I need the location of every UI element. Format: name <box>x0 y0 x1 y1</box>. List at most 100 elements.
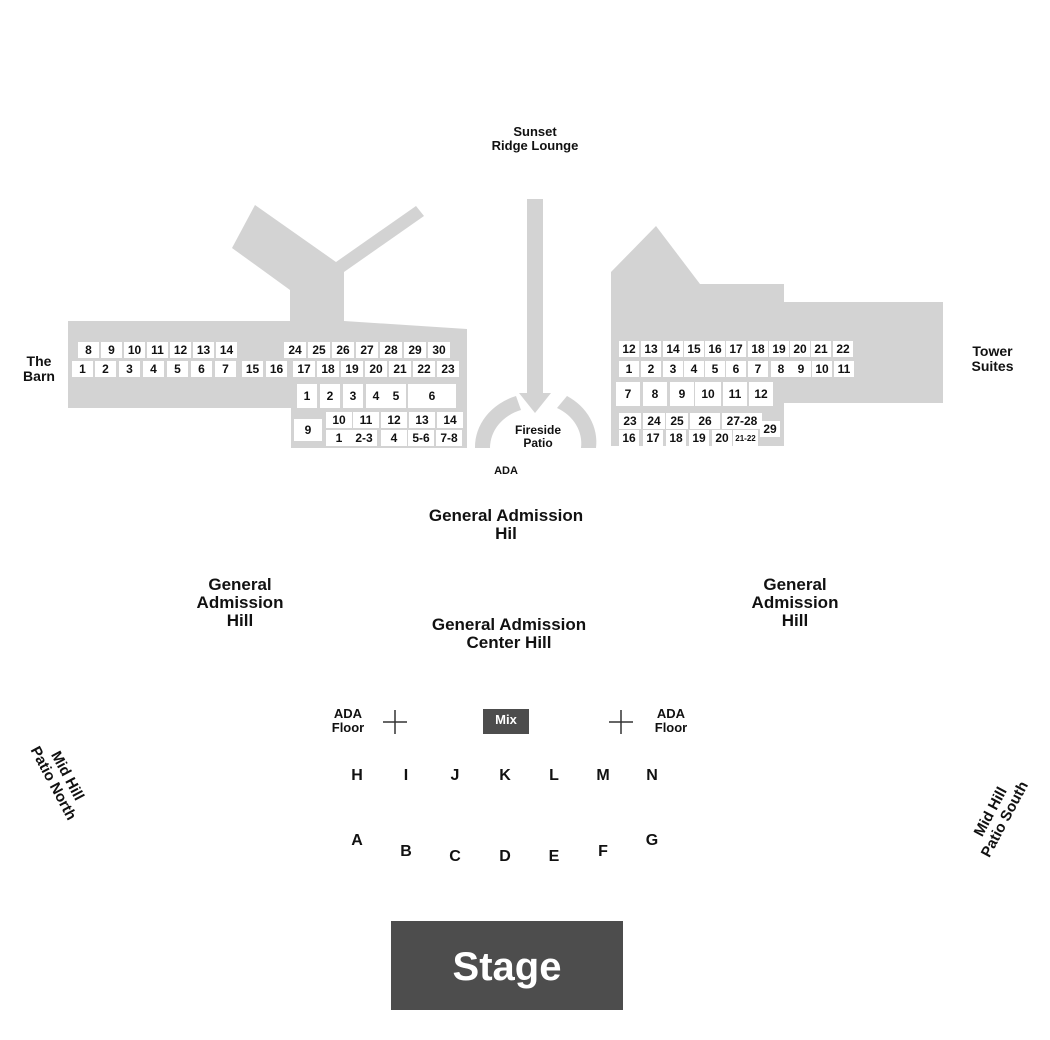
barn-left-top-box[interactable]: 12 <box>170 342 191 358</box>
barn-left-top-box[interactable]: 8 <box>78 342 99 358</box>
barn-left-top-box[interactable]: 13 <box>193 342 214 358</box>
barn-right-e-box[interactable]: 1 <box>326 430 352 446</box>
barn-right-b-box[interactable]: 23 <box>437 361 459 377</box>
tower-e-box[interactable]: 16 <box>619 430 639 446</box>
ga-hill-right-label[interactable]: General Admission Hill <box>751 575 839 630</box>
tower-a-box[interactable]: 19 <box>769 341 789 357</box>
barn-right-d-box[interactable]: 11 <box>353 412 379 428</box>
tower-b-box[interactable]: 8 <box>771 361 791 377</box>
tower-c-box[interactable]: 9 <box>670 382 694 406</box>
fireside-patio-arc-right[interactable] <box>557 396 597 448</box>
barn-right-b-box[interactable]: 19 <box>341 361 363 377</box>
tower-end-box[interactable]: 29 <box>760 421 780 437</box>
tower-a-box[interactable]: 17 <box>726 341 746 357</box>
floor-section-label[interactable]: M <box>596 767 610 784</box>
barn-left-bottom-box[interactable]: 16 <box>266 361 287 377</box>
tower-b-box[interactable]: 10 <box>812 361 832 377</box>
barn-building[interactable] <box>68 205 467 448</box>
barn-left-bottom-box[interactable]: 7 <box>215 361 236 377</box>
floor-section-label[interactable]: C <box>449 848 461 865</box>
barn-right-a-box[interactable]: 27 <box>356 342 378 358</box>
tower-e-box[interactable]: 17 <box>643 430 663 446</box>
floor-section-label[interactable]: K <box>499 767 511 784</box>
barn-right-d-box[interactable]: 10 <box>326 412 352 428</box>
ga-hill-left-label[interactable]: General Admission Hill <box>196 575 284 630</box>
barn-left-top-box[interactable]: 11 <box>147 342 168 358</box>
barn-right-d-box[interactable]: 14 <box>437 412 463 428</box>
floor-section-label[interactable]: B <box>400 843 412 860</box>
barn-right-b-box[interactable]: 22 <box>413 361 435 377</box>
tower-a-box[interactable]: 20 <box>790 341 810 357</box>
tower-d-box[interactable]: 26 <box>690 413 720 429</box>
floor-section-label[interactable]: L <box>549 767 559 784</box>
tower-b-box[interactable]: 3 <box>663 361 683 377</box>
floor-section-label[interactable]: A <box>351 832 363 849</box>
floor-section-label[interactable]: I <box>403 767 409 784</box>
ada-top-label[interactable]: ADA <box>494 465 518 477</box>
floor-section-label[interactable]: N <box>646 767 658 784</box>
ada-floor-left-marker[interactable] <box>383 710 407 734</box>
barn-right-e-box[interactable]: 7-8 <box>436 430 462 446</box>
barn-right-e-box[interactable]: 2-3 <box>351 430 377 446</box>
tower-b-box[interactable]: 1 <box>619 361 639 377</box>
floor-section-label[interactable]: D <box>499 848 511 865</box>
barn-left-top-box[interactable]: 10 <box>124 342 145 358</box>
barn-right-e-box[interactable]: 5-6 <box>408 430 434 446</box>
floor-section-label[interactable]: E <box>548 848 560 865</box>
barn-right-b-box[interactable]: 21 <box>389 361 411 377</box>
tower-d-box[interactable]: 23 <box>619 413 641 429</box>
tower-e-box[interactable]: 20 <box>712 430 732 446</box>
tower-c-box[interactable]: 7 <box>616 382 640 406</box>
barn-right-c-box[interactable]: 5 <box>386 384 406 408</box>
fireside-patio-arc-left[interactable] <box>474 396 521 448</box>
barn-right-b-box[interactable]: 20 <box>365 361 387 377</box>
ga-center-hill-label[interactable]: General Admission Center Hill <box>431 615 587 652</box>
barn-right-a-box[interactable]: 30 <box>428 342 450 358</box>
tower-a-box[interactable]: 21 <box>811 341 831 357</box>
barn-right-a-box[interactable]: 29 <box>404 342 426 358</box>
tower-a-box[interactable]: 16 <box>705 341 725 357</box>
barn-left-bottom-box[interactable]: 3 <box>119 361 140 377</box>
tower-b-box[interactable]: 11 <box>834 361 854 377</box>
barn-left-bottom-box[interactable]: 1 <box>72 361 93 377</box>
tower-c-box[interactable]: 12 <box>749 382 773 406</box>
tower-e-box[interactable]: 19 <box>689 430 709 446</box>
barn-right-c-box[interactable]: 4 <box>366 384 386 408</box>
tower-a-box[interactable]: 22 <box>833 341 853 357</box>
tower-d-box[interactable]: 25 <box>666 413 688 429</box>
floor-section-label[interactable]: G <box>645 832 659 849</box>
barn-right-b-box[interactable]: 18 <box>317 361 339 377</box>
tower-e-box[interactable]: 18 <box>666 430 686 446</box>
ada-floor-right-marker[interactable] <box>609 710 633 734</box>
tower-c-box[interactable]: 10 <box>695 382 721 406</box>
barn-right-e-box[interactable]: 4 <box>381 430 407 446</box>
barn-right-c-box[interactable]: 1 <box>297 384 317 408</box>
floor-section-label[interactable]: H <box>351 767 363 784</box>
barn-left-bottom-box[interactable]: 2 <box>95 361 116 377</box>
barn-left-bottom-box[interactable]: 6 <box>191 361 212 377</box>
tower-d-box[interactable]: 27-28 <box>722 413 762 429</box>
barn-right-a-box[interactable]: 28 <box>380 342 402 358</box>
barn-left-bottom-box[interactable]: 4 <box>143 361 164 377</box>
ga-hil-label[interactable]: General Admission Hil <box>428 506 584 543</box>
barn-left-bottom-box[interactable]: 15 <box>242 361 263 377</box>
floor-section-label[interactable]: J <box>450 767 460 784</box>
tower-a-box[interactable]: 14 <box>663 341 683 357</box>
tower-b-box[interactable]: 2 <box>641 361 661 377</box>
barn-right-d-box[interactable]: 12 <box>381 412 407 428</box>
tower-a-box[interactable]: 13 <box>641 341 661 357</box>
mix-booth[interactable] <box>483 709 529 734</box>
barn-left-bottom-box[interactable]: 5 <box>167 361 188 377</box>
tower-suites-building[interactable] <box>611 226 943 446</box>
sunset-ridge-lounge-arrow[interactable] <box>519 199 551 413</box>
tower-a-box[interactable]: 15 <box>684 341 704 357</box>
tower-e-box[interactable]: 21-22 <box>733 430 758 446</box>
tower-a-box[interactable]: 18 <box>748 341 768 357</box>
tower-d-box[interactable]: 24 <box>643 413 665 429</box>
tower-a-box[interactable]: 12 <box>619 341 639 357</box>
tower-b-box[interactable]: 5 <box>705 361 725 377</box>
barn-right-a-box[interactable]: 25 <box>308 342 330 358</box>
tower-b-box[interactable]: 6 <box>726 361 746 377</box>
tower-b-box[interactable]: 4 <box>684 361 704 377</box>
tower-c-box[interactable]: 8 <box>643 382 667 406</box>
